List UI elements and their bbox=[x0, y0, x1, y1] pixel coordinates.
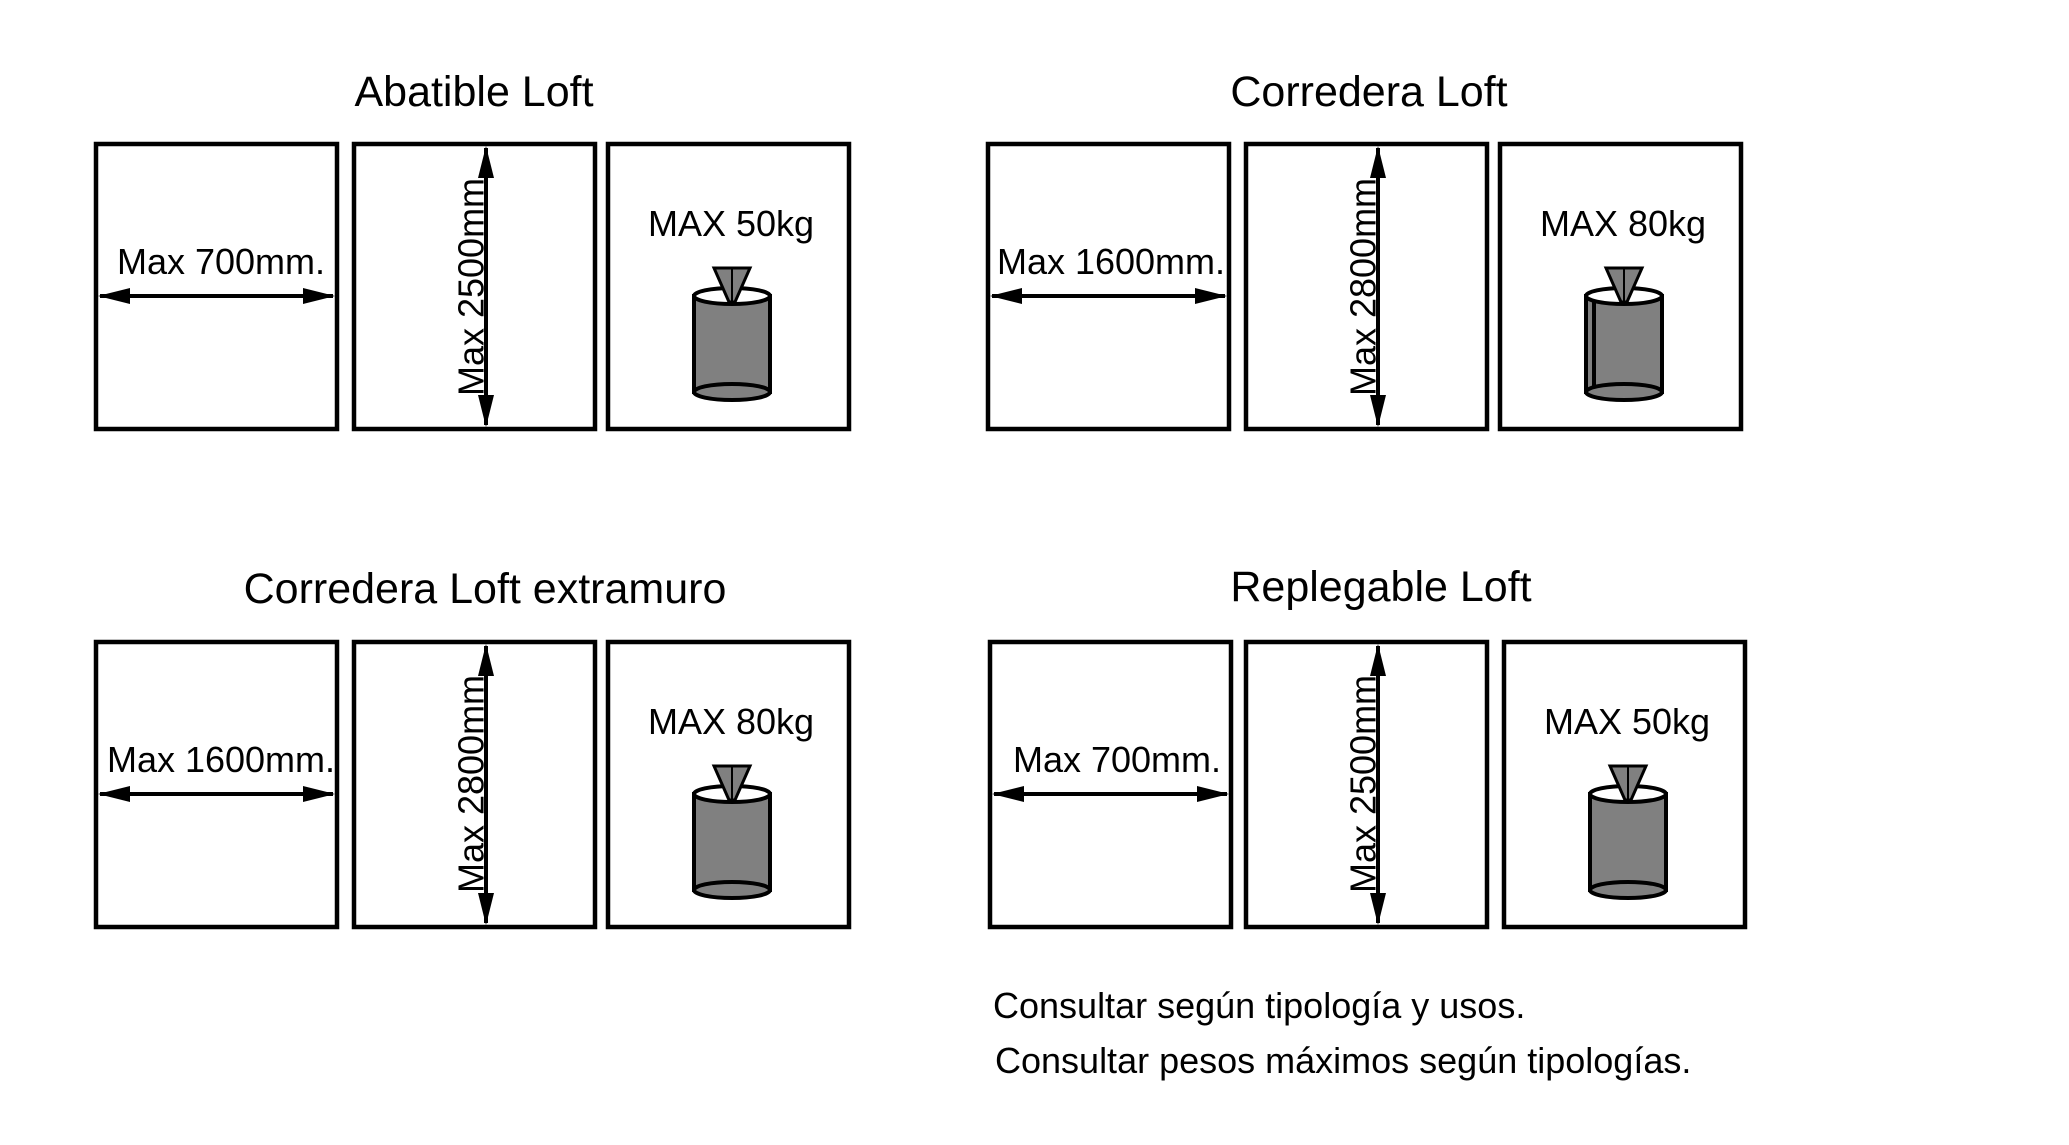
height-box bbox=[1243, 639, 1490, 930]
weight-label: MAX 80kg bbox=[648, 701, 814, 742]
weight-icon bbox=[692, 764, 772, 900]
weight-icon bbox=[1588, 764, 1668, 900]
height-box bbox=[351, 639, 598, 930]
group-abatible-loft: Abatible Loft Max 700mm. Max 2500mm MAX … bbox=[93, 68, 852, 432]
double-arrow-horizontal-icon bbox=[990, 288, 1227, 304]
group-corredera-loft: Corredera Loft Max 1600mm. Max 2800mm MA… bbox=[985, 68, 1744, 432]
group-title: Corredera Loft bbox=[1230, 68, 1507, 116]
width-box bbox=[985, 141, 1232, 432]
weight-icon bbox=[692, 266, 772, 402]
double-arrow-vertical-icon bbox=[1370, 644, 1386, 925]
group-replegable-loft: Replegable Loft Max 700mm. Max 2500mm MA… bbox=[987, 563, 1748, 930]
weight-label: MAX 50kg bbox=[648, 203, 814, 244]
double-arrow-vertical-icon bbox=[1370, 146, 1386, 427]
weight-box bbox=[605, 141, 852, 432]
width-box bbox=[987, 639, 1234, 930]
height-box bbox=[351, 141, 598, 432]
weight-label: MAX 80kg bbox=[1540, 203, 1706, 244]
width-box bbox=[93, 141, 340, 432]
double-arrow-horizontal-icon bbox=[98, 786, 335, 802]
group-title: Abatible Loft bbox=[354, 68, 593, 116]
group-corredera-loft-extramuro: Corredera Loft extramuro Max 1600mm. Max… bbox=[93, 565, 852, 930]
double-arrow-horizontal-icon bbox=[98, 288, 335, 304]
note-line-1: Consultar según tipología y usos. bbox=[993, 985, 1525, 1026]
double-arrow-vertical-icon bbox=[478, 644, 494, 925]
width-label: Max 700mm. bbox=[117, 241, 325, 282]
width-label: Max 1600mm. bbox=[997, 241, 1225, 282]
width-box bbox=[93, 639, 340, 930]
weight-label: MAX 50kg bbox=[1544, 701, 1710, 742]
weight-box bbox=[1497, 141, 1744, 432]
height-box bbox=[1243, 141, 1490, 432]
double-arrow-horizontal-icon bbox=[992, 786, 1229, 802]
weight-box bbox=[605, 639, 852, 930]
weight-box bbox=[1501, 639, 1748, 930]
notes: Consultar según tipología y usos. Consul… bbox=[993, 985, 1691, 1081]
note-line-2: Consultar pesos máximos según tipologías… bbox=[995, 1040, 1691, 1081]
double-arrow-vertical-icon bbox=[478, 146, 494, 427]
group-title: Corredera Loft extramuro bbox=[244, 565, 727, 613]
group-title: Replegable Loft bbox=[1230, 563, 1531, 611]
weight-icon bbox=[1584, 266, 1664, 402]
width-label: Max 1600mm. bbox=[107, 739, 335, 780]
width-label: Max 700mm. bbox=[1013, 739, 1221, 780]
